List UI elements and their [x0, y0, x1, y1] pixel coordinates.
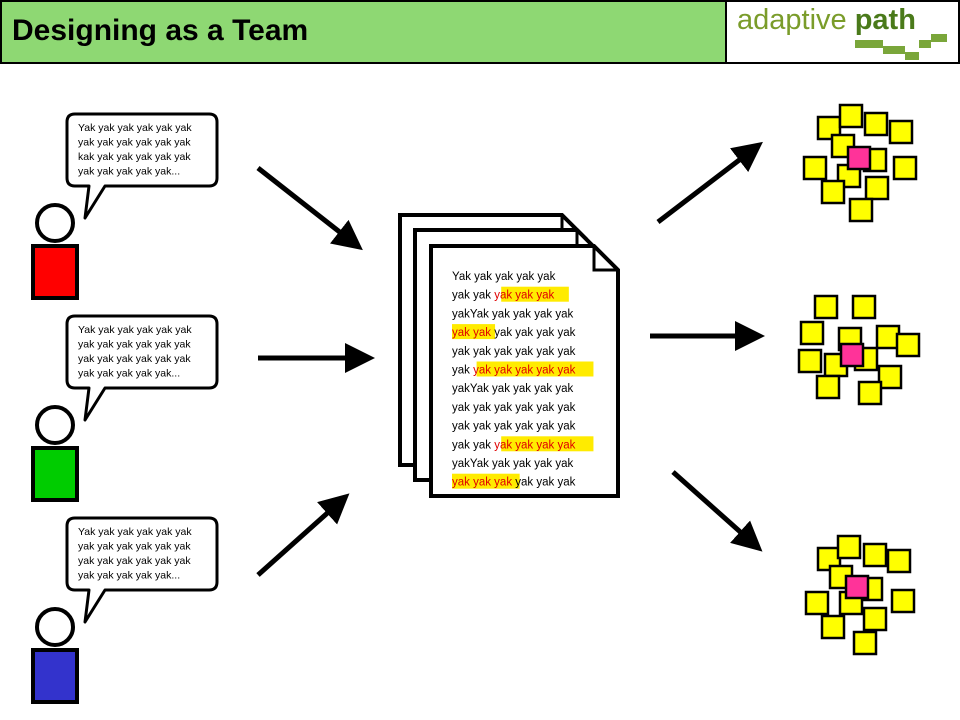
document-text: yak yak yak yak yak yak — [452, 365, 576, 377]
sticky-note — [852, 630, 878, 656]
text-highlight — [501, 436, 594, 452]
document-text: Yak yak yak yak yak — [452, 271, 556, 283]
person-head — [35, 203, 75, 243]
sticky-note — [838, 103, 864, 129]
output-arrow — [656, 141, 763, 224]
sticky-note — [851, 294, 877, 320]
speech-line: Yak yak yak yak yak yak — [78, 526, 192, 538]
document-text: yak yak yak yak yak yak — [452, 421, 576, 433]
speech-bubble — [65, 112, 219, 220]
document-text: yak yak yak yak yak yak — [452, 346, 576, 358]
document-line: Yak yak yak yak yak — [452, 271, 556, 283]
document-line: yak yak yak yak yak yak — [452, 402, 576, 414]
speech-line: kak yak yak yak yak yak — [78, 151, 191, 163]
sticky-note — [857, 380, 883, 406]
sticky-note — [890, 588, 916, 614]
sticky-note — [813, 294, 839, 320]
document-text: yak yak yak yak yak — [452, 290, 555, 302]
text-highlight — [452, 473, 520, 489]
person-head — [35, 607, 75, 647]
speech-bubble — [65, 516, 219, 624]
person-3: Yak yak yak yak yak yak yak yak yak yak y… — [31, 516, 219, 704]
speech-line: yak yak yak yak yak... — [78, 166, 180, 178]
speech-line: yak yak yak yak yak... — [78, 368, 180, 380]
page-title: Designing as a Team — [12, 14, 309, 47]
speech-bubble — [65, 314, 219, 422]
text-highlight — [476, 361, 594, 377]
accent-note — [846, 145, 872, 171]
speech-line: Yak yak yak yak yak yak — [78, 122, 192, 134]
sticky-note — [875, 324, 901, 350]
notes-cluster-bottom — [804, 534, 916, 656]
sticky-note — [862, 542, 888, 568]
document-line: yak yak yak yak yak yak — [452, 421, 576, 433]
document-line: yak yak yak yak yak — [452, 286, 569, 302]
speech-line: Yak yak yak yak yak yak — [78, 324, 192, 336]
document-text: yakYak yak yak yak yak — [452, 308, 573, 320]
document-front: Yak yak yak yak yak yak yak yak yak yak ya… — [429, 244, 620, 498]
sticky-note — [836, 534, 862, 560]
sticky-note — [877, 364, 903, 390]
sticky-note — [863, 111, 889, 137]
document-text: yak yak yak yak yak yak — [452, 439, 576, 451]
speech-line: yak yak yak yak yak... — [78, 570, 180, 582]
person-2: Yak yak yak yak yak yak yak yak yak yak y… — [31, 314, 219, 502]
sticky-note — [815, 374, 841, 400]
input-arrow — [256, 166, 363, 251]
sticky-note — [864, 175, 890, 201]
sticky-note — [848, 197, 874, 223]
notes-cluster-top — [802, 103, 918, 223]
sticky-note — [804, 590, 830, 616]
sticky-note — [862, 606, 888, 632]
document-line: yak yak yak yak yak yak — [452, 324, 576, 340]
document-line: yakYak yak yak yak yak — [452, 383, 573, 395]
document-line: yak yak yak yak yak yak — [452, 473, 576, 489]
sticky-note — [886, 548, 912, 574]
page-fold — [592, 246, 618, 272]
accent-note — [839, 342, 865, 368]
document-line: yak yak yak yak yak yak — [452, 346, 576, 358]
speech-line: yak yak yak yak yak yak — [78, 541, 191, 553]
sticky-note — [895, 332, 921, 358]
document-text: yak yak yak yak yak yak — [452, 402, 576, 414]
logo-wordmark: adaptive path — [737, 4, 916, 37]
document-line: yak yak yak yak yak yak — [452, 436, 594, 452]
speech-line: yak yak yak yak yak yak — [78, 353, 191, 365]
sticky-note — [892, 155, 918, 181]
document-line: yak yak yak yak yak yak — [452, 361, 594, 377]
person-1: Yak yak yak yak yak yak yak yak yak yak y… — [31, 112, 219, 300]
sticky-note — [820, 179, 846, 205]
person-head — [35, 405, 75, 445]
header-bar: Designing as a Team — [0, 0, 727, 64]
logo-bold-text: path — [854, 4, 916, 36]
text-highlight — [452, 324, 496, 340]
document-text: yakYak yak yak yak yak — [452, 458, 573, 470]
logo: adaptive path — [727, 0, 960, 64]
speech-line: yak yak yak yak yak yak — [78, 555, 191, 567]
speech-line: yak yak yak yak yak yak — [78, 339, 191, 351]
document-line: yakYak yak yak yak yak — [452, 458, 573, 470]
person-body — [31, 446, 79, 502]
document-text: yakYak yak yak yak yak — [452, 383, 573, 395]
output-arrow — [671, 470, 763, 552]
input-arrow — [256, 493, 350, 577]
sticky-note — [797, 348, 823, 374]
document-line: yakYak yak yak yak yak — [452, 308, 573, 320]
logo-light-text: adaptive — [737, 4, 847, 36]
person-body — [31, 648, 79, 704]
notes-cluster-middle — [797, 294, 921, 406]
accent-note — [844, 574, 870, 600]
sticky-note — [802, 155, 828, 181]
speech-line: yak yak yak yak yak yak — [78, 137, 191, 149]
document-text: yak yak yak yak yak yak — [452, 477, 576, 489]
sticky-note — [888, 119, 914, 145]
text-highlight — [501, 286, 569, 302]
person-body — [31, 244, 79, 300]
sticky-note — [799, 320, 825, 346]
sticky-note — [820, 614, 846, 640]
document-text: yak yak yak yak yak yak — [452, 327, 576, 339]
